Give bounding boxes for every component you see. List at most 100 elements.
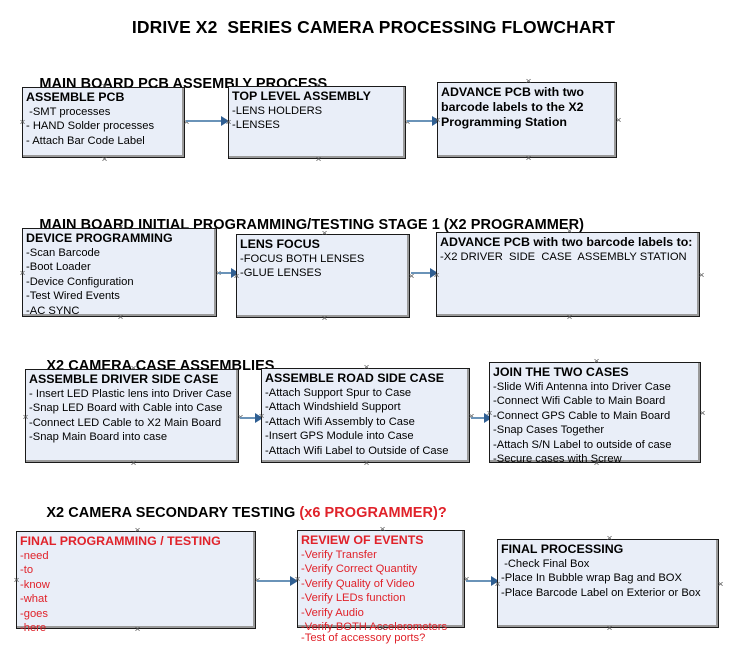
resize-handle-right[interactable] xyxy=(699,410,706,417)
resize-handle-top[interactable] xyxy=(566,228,573,235)
resize-handle-top[interactable] xyxy=(101,83,108,90)
node-review-of-events[interactable]: REVIEW OF EVENTS -Verify Transfer -Verif… xyxy=(294,530,465,644)
resize-handle-bottom[interactable] xyxy=(593,460,600,467)
resize-handle-left[interactable] xyxy=(494,581,501,588)
node-join-the-two-cases[interactable]: JOIN THE TWO CASES -Slide Wifi Antenna i… xyxy=(486,362,701,466)
resize-handle-left[interactable] xyxy=(22,414,29,421)
resize-handle-bottom[interactable] xyxy=(379,625,386,632)
resize-handle-top[interactable] xyxy=(134,527,141,534)
resize-handle-left[interactable] xyxy=(294,576,301,583)
node-title: LENS FOCUS xyxy=(240,237,320,251)
node-assemble-road-side-case[interactable]: ASSEMBLE ROAD SIDE CASE -Attach Support … xyxy=(261,368,470,463)
resize-handle-bottom[interactable] xyxy=(315,156,322,163)
resize-handle-left[interactable] xyxy=(258,413,265,420)
node-title: JOIN THE TWO CASES xyxy=(493,365,629,379)
node-title: TOP LEVEL ASSEMBLY xyxy=(232,89,371,103)
resize-handle-bottom[interactable] xyxy=(101,156,108,163)
node-line: -Place Barcode Label on Exterior or Box xyxy=(501,586,701,599)
connector-1-1 xyxy=(186,120,227,122)
node-line: -Scan Barcode xyxy=(26,247,101,259)
section-heading-4: X2 CAMERA SECONDARY TESTING (x6 PROGRAMM… xyxy=(30,489,447,537)
node-line: -Verify Correct Quantity xyxy=(301,563,418,576)
resize-handle-bottom[interactable] xyxy=(606,625,613,632)
node-line: -Place In Bubble wrap Bag and BOX xyxy=(501,572,682,585)
section-heading-4-text: X2 CAMERA SECONDARY TESTING xyxy=(46,505,300,521)
node-line: -Secure cases with Screw xyxy=(493,453,622,466)
resize-handle-top[interactable] xyxy=(315,82,322,89)
node-title: ASSEMBLE DRIVER SIDE CASE xyxy=(29,372,219,386)
node-line: - Insert LED Plastic lens into Driver Ca… xyxy=(29,388,232,400)
resize-handle-top[interactable] xyxy=(321,230,328,237)
resize-handle-right[interactable] xyxy=(615,117,622,124)
resize-handle-left[interactable] xyxy=(433,272,440,279)
resize-handle-top[interactable] xyxy=(363,364,370,371)
node-line: - HAND Solder processes xyxy=(26,120,155,133)
resize-handle-top[interactable] xyxy=(130,365,137,372)
resize-handle-top[interactable] xyxy=(117,224,124,231)
resize-handle-bottom[interactable] xyxy=(525,155,532,162)
resize-handle-right[interactable] xyxy=(717,581,724,588)
node-line: -Verify Transfer xyxy=(301,549,377,561)
resize-handle-left[interactable] xyxy=(434,117,441,124)
node-top-level-assembly[interactable]: TOP LEVEL ASSEMBLY -LENS HOLDERS -LENSES xyxy=(228,86,406,159)
node-title: REVIEW OF EVENTS xyxy=(301,533,424,547)
node-line: -what xyxy=(20,593,48,606)
node-line: -Verify BOTH Accelerometers xyxy=(301,621,448,634)
node-line-overflow: -Test of accessory ports? xyxy=(301,632,426,644)
node-title: ASSEMBLE ROAD SIDE CASE xyxy=(265,371,444,385)
resize-handle-right[interactable] xyxy=(408,273,415,280)
resize-handle-bottom[interactable] xyxy=(321,315,328,322)
node-line: -Attach Support Spur to Case xyxy=(265,387,412,399)
node-line: -Attach Wifi Label to Outside of Case xyxy=(265,444,449,457)
node-device-programming[interactable]: DEVICE PROGRAMMING -Scan Barcode -Boot L… xyxy=(22,228,217,317)
resize-handle-bottom[interactable] xyxy=(117,314,124,321)
node-title: ASSEMBLE PCB xyxy=(26,90,125,104)
node-line: -LENSES xyxy=(232,119,280,132)
node-line: -need xyxy=(20,550,49,562)
resize-handle-bottom[interactable] xyxy=(134,626,141,633)
node-title: FINAL PROGRAMMING / TESTING xyxy=(20,534,221,548)
resize-handle-left[interactable] xyxy=(233,273,240,280)
resize-handle-left[interactable] xyxy=(13,577,20,584)
resize-handle-left[interactable] xyxy=(19,119,26,126)
node-line: -FOCUS BOTH LENSES xyxy=(240,253,365,265)
node-line: -Insert GPS Module into Case xyxy=(265,430,414,443)
node-line: -Device Configuration xyxy=(26,275,134,288)
node-advance-pcb-programming-station[interactable]: ADVANCE PCB with two barcode labels to t… xyxy=(437,82,617,158)
node-assemble-pcb[interactable]: ASSEMBLE PCB -SMT processes - HAND Solde… xyxy=(22,87,185,158)
connector-4-1 xyxy=(257,580,296,582)
connector-2-1 xyxy=(218,272,238,274)
resize-handle-top[interactable] xyxy=(379,526,386,533)
node-line: -Verify Audio xyxy=(301,606,364,619)
node-line: -X2 DRIVER SIDE CASE ASSEMBLY STATION xyxy=(440,251,687,263)
resize-handle-top[interactable] xyxy=(606,535,613,542)
node-final-programming-testing[interactable]: FINAL PROGRAMMING / TESTING -need -to -k… xyxy=(13,531,256,634)
node-line: -Boot Loader xyxy=(26,261,91,274)
node-line: -Snap Main Board into case xyxy=(29,431,168,444)
section-heading-4-accent: (x6 PROGRAMMER)? xyxy=(299,505,447,521)
resize-handle-bottom[interactable] xyxy=(363,460,370,467)
resize-handle-left[interactable] xyxy=(486,410,493,417)
resize-handle-left[interactable] xyxy=(225,119,232,126)
node-line: - Attach Bar Code Label xyxy=(26,134,145,147)
node-assemble-driver-side-case[interactable]: ASSEMBLE DRIVER SIDE CASE - Insert LED P… xyxy=(25,369,239,463)
node-title: FINAL PROCESSING xyxy=(501,542,624,556)
node-line: -Connect Wifi Cable to Main Board xyxy=(493,395,666,408)
node-line: -AC SYNC xyxy=(26,304,80,317)
node-final-processing[interactable]: FINAL PROCESSING -Check Final Box -Place… xyxy=(497,539,719,628)
node-line: -to xyxy=(20,564,34,577)
node-line: -SMT processes xyxy=(26,106,111,118)
resize-handle-left[interactable] xyxy=(19,270,26,277)
resize-handle-right[interactable] xyxy=(698,272,705,279)
resize-handle-top[interactable] xyxy=(593,358,600,365)
resize-handle-bottom[interactable] xyxy=(130,460,137,467)
arrowhead-3-2 xyxy=(484,413,492,423)
node-lens-focus[interactable]: LENS FOCUS -FOCUS BOTH LENSES -GLUE LENS… xyxy=(236,234,410,318)
node-advance-pcb-driver-side[interactable]: ADVANCE PCB with two barcode labels to: … xyxy=(436,232,700,317)
resize-handle-bottom[interactable] xyxy=(566,314,573,321)
node-line: -Attach Windshield Support xyxy=(265,401,401,414)
node-line: -Snap Cases Together xyxy=(493,424,605,437)
node-line: -Connect LED Cable to X2 Main Board xyxy=(29,416,222,429)
resize-handle-top[interactable] xyxy=(525,78,532,85)
